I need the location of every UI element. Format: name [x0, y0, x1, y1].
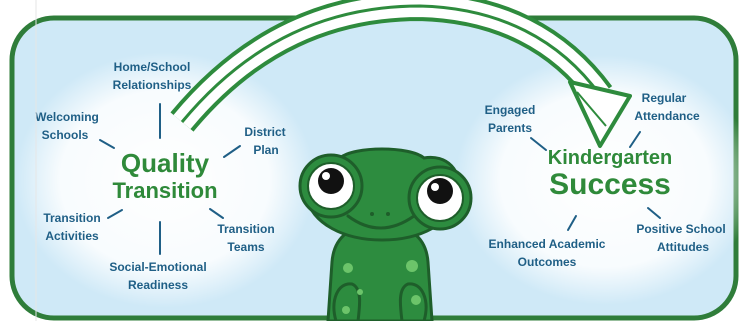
left-item-line2: Teams [227, 240, 264, 254]
left-hub-title-line2: Transition [112, 178, 217, 203]
frog-spot [357, 289, 363, 295]
left-item-line1: Transition [43, 211, 100, 225]
frog-eye-glint-right [431, 183, 439, 191]
left-item-line2: Activities [45, 229, 99, 243]
frog-spot [411, 295, 421, 305]
right-item-line2: Attitudes [657, 240, 709, 254]
transition-arrow [170, 0, 632, 148]
left-glow [15, 52, 315, 308]
left-item-line1: Welcoming [35, 110, 99, 124]
left-hub-items: Home/School Relationships Welcoming Scho… [35, 60, 286, 292]
right-item-line1: Positive School [636, 222, 725, 236]
frog-smile [346, 214, 416, 230]
right-hub-items: Engaged Parents Regular Attendance Enhan… [485, 91, 726, 269]
frog-pupil-left [318, 168, 344, 194]
left-item-line2: Readiness [128, 278, 188, 292]
right-glow [455, 55, 741, 305]
frog-pupil-right [427, 178, 453, 204]
left-item-line1: Social-Emotional [109, 260, 206, 274]
right-connectors [530, 131, 661, 231]
right-item-line1: Enhanced Academic [489, 237, 606, 251]
right-item-line1: Engaged [485, 103, 536, 117]
frog-spot [342, 306, 350, 314]
left-item-line2: Relationships [113, 78, 192, 92]
frog-mascot [298, 147, 473, 321]
right-hub-title-line1: Kindergarten [548, 147, 672, 169]
left-item-line2: Schools [42, 128, 89, 142]
frog-spot [406, 260, 418, 272]
left-item-line1: Transition [217, 222, 274, 236]
frog-spot [343, 263, 353, 273]
left-item-line1: District [244, 125, 285, 139]
frog-eye-glint-left [322, 172, 330, 180]
right-item-line2: Parents [488, 121, 532, 135]
right-hub-title-line2: Success [549, 168, 671, 201]
frog-nostril [386, 212, 390, 216]
left-item-line2: Plan [253, 143, 278, 157]
left-hub-title-line1: Quality [121, 148, 210, 178]
right-item-line2: Attendance [634, 109, 700, 123]
left-item-line1: Home/School [114, 60, 191, 74]
frog-nostril [370, 212, 374, 216]
right-item-line1: Regular [642, 91, 687, 105]
left-connectors [99, 103, 241, 255]
frog-leg-left [332, 282, 362, 321]
right-item-line2: Outcomes [518, 255, 577, 269]
